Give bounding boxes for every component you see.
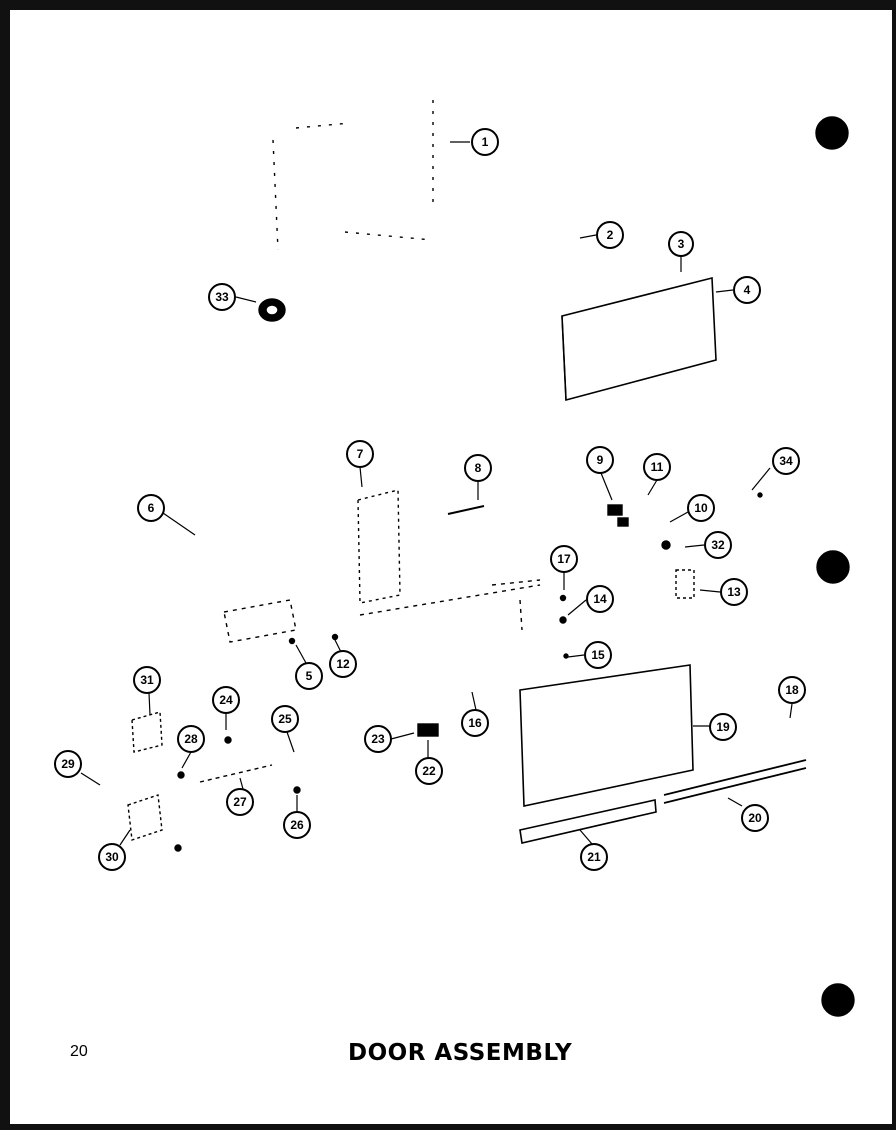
callout-6: 6 xyxy=(148,501,155,515)
callout-23: 23 xyxy=(371,732,385,746)
callout-29: 29 xyxy=(61,757,75,771)
callout-25: 25 xyxy=(278,712,292,726)
callout-28: 28 xyxy=(184,732,198,746)
bracket-part xyxy=(357,489,401,604)
callout-19: 19 xyxy=(716,720,730,734)
spring-part xyxy=(417,723,439,737)
callout-8: 8 xyxy=(475,461,482,475)
punch-hole-top xyxy=(815,116,849,150)
callout-20: 20 xyxy=(748,811,762,825)
callout-7: 7 xyxy=(357,447,364,461)
page-number: 20 xyxy=(70,1043,88,1060)
rail-part xyxy=(663,759,807,804)
callout-33: 33 xyxy=(215,290,229,304)
latch-part xyxy=(607,504,671,550)
door-panel-outline xyxy=(272,100,434,251)
rod-part xyxy=(199,764,273,783)
punch-hole-middle xyxy=(816,550,850,584)
callout-15: 15 xyxy=(591,648,605,662)
diagram-page xyxy=(10,10,892,1124)
callout-26: 26 xyxy=(290,818,304,832)
callout-17: 17 xyxy=(557,552,571,566)
handle-part xyxy=(447,505,485,515)
callout-34: 34 xyxy=(779,454,793,468)
strip-part xyxy=(519,799,657,844)
callout-5: 5 xyxy=(306,669,313,683)
callout-11: 11 xyxy=(651,460,664,474)
callout-4: 4 xyxy=(744,283,751,297)
lower-door-panel xyxy=(519,664,694,807)
fastener-parts xyxy=(174,492,763,852)
callout-32: 32 xyxy=(711,538,725,552)
callout-3: 3 xyxy=(678,237,685,251)
callout-24: 24 xyxy=(219,693,233,707)
callout-18: 18 xyxy=(785,683,799,697)
callout-22: 22 xyxy=(422,764,436,778)
small-bracket-part xyxy=(675,569,695,599)
callout-16: 16 xyxy=(468,716,482,730)
roller-part xyxy=(258,298,286,322)
callout-13: 13 xyxy=(727,585,741,599)
lower-bracket-part xyxy=(127,711,163,841)
page-title: DOOR ASSEMBLY xyxy=(348,1040,573,1066)
door-panel-part xyxy=(561,276,717,402)
callout-12: 12 xyxy=(336,657,350,671)
callout-1: 1 xyxy=(482,135,489,149)
callout-21: 21 xyxy=(587,850,601,864)
callout-14: 14 xyxy=(593,592,607,606)
callout-30: 30 xyxy=(105,850,119,864)
callout-2: 2 xyxy=(607,228,614,242)
punch-hole-bottom xyxy=(821,983,855,1017)
callout-27: 27 xyxy=(233,795,247,809)
hinge-assembly-part xyxy=(223,579,541,643)
callout-circles xyxy=(54,128,806,871)
callout-31: 31 xyxy=(140,673,154,687)
leader-lines xyxy=(80,141,793,846)
callout-10: 10 xyxy=(694,501,708,515)
callout-9: 9 xyxy=(597,453,604,467)
